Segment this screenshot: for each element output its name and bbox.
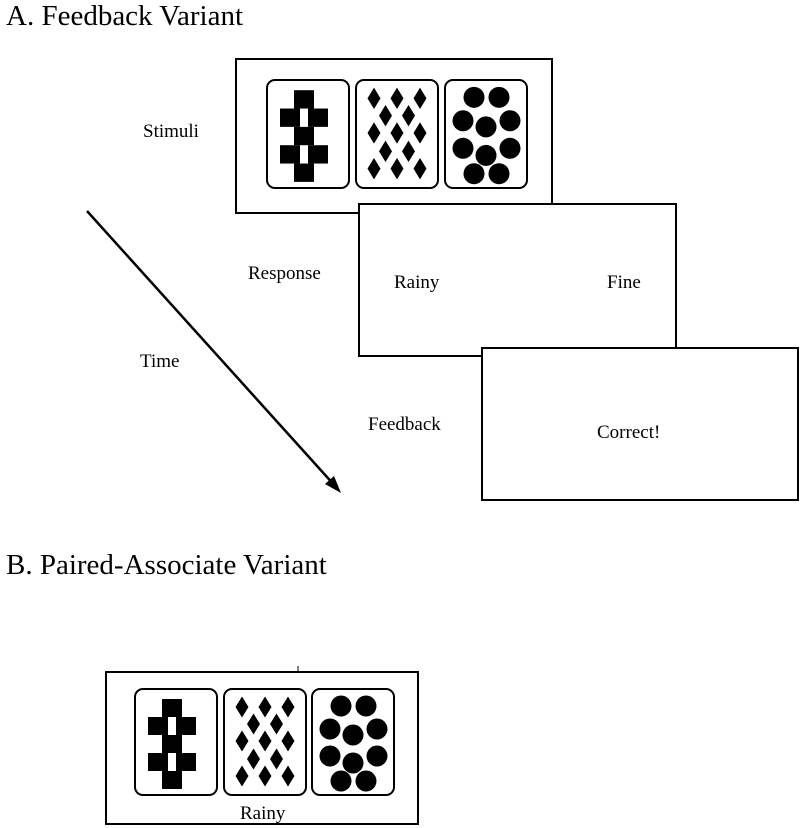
diamond-shape [390, 87, 404, 110]
stimuli-label: Stimuli [143, 121, 199, 142]
diamond-shape [235, 696, 249, 718]
diamond-shape [281, 765, 295, 787]
diamonds-card [355, 79, 439, 189]
diamond-shape [379, 104, 392, 127]
diamond-shape [402, 104, 415, 127]
circle-shape [330, 770, 352, 792]
diamond-shape [258, 730, 272, 752]
circles-card [444, 79, 528, 189]
square-shape [294, 126, 314, 146]
circle-shape [488, 163, 510, 185]
square-shape [162, 735, 182, 753]
diamond-shape [270, 748, 283, 770]
circle-shape [355, 770, 377, 792]
square-shape [162, 699, 182, 717]
time-arrow [86, 210, 341, 493]
diamond-shape [258, 765, 272, 787]
stimuli-cards [266, 79, 528, 189]
square-shape [162, 771, 182, 789]
circle-shape [452, 137, 474, 159]
diamond-shape [270, 713, 283, 735]
diamond-shape [413, 87, 427, 110]
square-shape [280, 145, 300, 164]
circle-shape [319, 718, 341, 740]
diamond-shape [258, 696, 272, 718]
circle-shape [463, 86, 485, 108]
square-shape [308, 145, 328, 164]
diamond-shape [367, 157, 381, 180]
circle-shape [452, 110, 474, 132]
squares-card [134, 688, 218, 796]
feedback-message: Correct! [597, 422, 661, 443]
diamond-shape [247, 748, 260, 770]
circle-shape [366, 745, 388, 767]
circle-shape [475, 116, 497, 138]
square-shape [148, 717, 168, 735]
paired-outcome-label: Rainy [240, 803, 286, 824]
circle-shape [475, 144, 497, 166]
circle-shape [342, 752, 364, 774]
diamond-shape [281, 730, 295, 752]
square-shape [280, 108, 300, 127]
square-shape [148, 753, 168, 771]
diamond-shape [413, 122, 427, 144]
circles-card [311, 688, 395, 796]
square-shape [294, 90, 314, 109]
diamond-shape [402, 140, 415, 163]
circle-shape [499, 110, 521, 132]
diamond-shape [281, 696, 295, 718]
circle-shape [366, 718, 388, 740]
section-a-title: A. Feedback Variant [6, 0, 244, 32]
squares-card [266, 79, 350, 189]
circle-shape [499, 137, 521, 159]
diamond-shape [235, 730, 249, 752]
square-shape [176, 717, 196, 735]
circle-shape [319, 745, 341, 767]
diamond-shape [367, 122, 381, 144]
circle-shape [342, 724, 364, 746]
feedback-screen: Correct! [481, 347, 799, 501]
diamond-shape [367, 87, 381, 110]
circle-shape [463, 163, 485, 185]
diamond-shape [235, 765, 249, 787]
diamond-shape [390, 122, 404, 144]
diamond-shape [247, 713, 260, 735]
response-screen: Rainy Fine [358, 203, 677, 357]
diamonds-card [223, 688, 307, 796]
diamond-shape [379, 140, 392, 163]
section-b-title: B. Paired-Associate Variant [6, 549, 327, 581]
diamond-shape [413, 157, 427, 180]
square-shape [294, 163, 314, 182]
square-shape [176, 753, 196, 771]
circle-shape [330, 695, 352, 717]
feedback-label: Feedback [368, 414, 441, 435]
time-label: Time [140, 351, 180, 372]
circle-shape [355, 695, 377, 717]
diamond-shape [390, 157, 404, 180]
paired-cards [134, 688, 395, 796]
response-option-right: Fine [607, 272, 641, 293]
response-label: Response [248, 263, 321, 284]
square-shape [308, 108, 328, 127]
circle-shape [488, 86, 510, 108]
response-option-left: Rainy [394, 272, 440, 293]
